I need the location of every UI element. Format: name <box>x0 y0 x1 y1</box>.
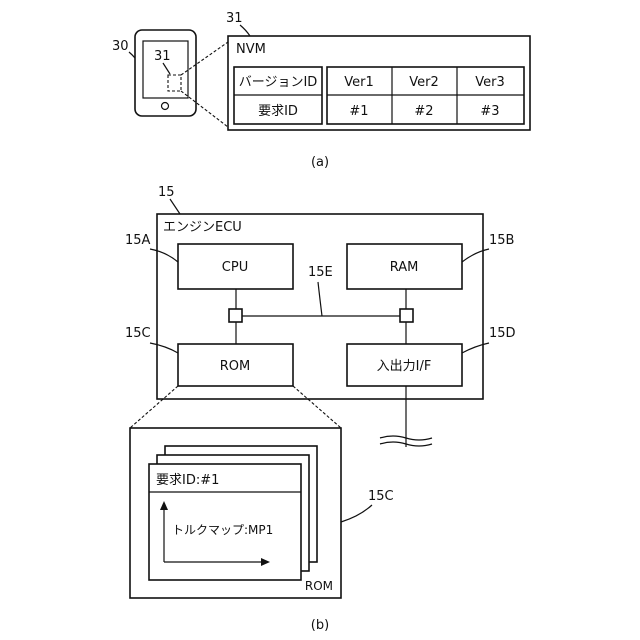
rom-label: ROM <box>220 359 250 374</box>
ecu-title: エンジンECU <box>163 220 242 235</box>
cell-req3: #3 <box>480 104 499 119</box>
cell-ver2: Ver2 <box>409 75 439 90</box>
bus-node-left <box>229 309 242 322</box>
ecu-leader-line <box>170 199 180 214</box>
io-ref-label: 15D <box>489 326 516 341</box>
cpu-label: CPU <box>222 260 248 275</box>
rom-detail-corner-label: ROM <box>305 579 333 593</box>
caption-a: (a) <box>311 155 329 170</box>
ram-label: RAM <box>390 260 419 275</box>
cell-ver1: Ver1 <box>344 75 374 90</box>
screen-ref-label: 31 <box>154 49 171 64</box>
header-version-id: バージョンID <box>239 75 318 90</box>
rom-detail-ref-label: 15C <box>368 489 394 504</box>
rom-detail-leader-line <box>341 505 372 522</box>
header-request-id: 要求ID <box>258 104 298 119</box>
cell-ver3: Ver3 <box>475 75 505 90</box>
nvm-leader-line <box>240 25 250 36</box>
bus-node-right <box>400 309 413 322</box>
io-label: 入出力I/F <box>377 359 432 374</box>
cpu-ref-label: 15A <box>125 233 151 248</box>
torque-map-label: トルクマップ:MP1 <box>172 523 273 537</box>
ecu-ref-label: 15 <box>158 185 175 200</box>
nvm-title: NVM <box>236 42 266 57</box>
nvm-ref-label: 31 <box>226 11 243 26</box>
card-request-id: 要求ID:#1 <box>156 473 219 488</box>
device-ref-label: 30 <box>112 39 129 54</box>
rom-ref-label: 15C <box>125 326 151 341</box>
figure-b: 15 エンジンECU 15A CPU 15B RAM 15E 15C ROM 1… <box>125 185 516 633</box>
ram-ref-label: 15B <box>489 233 514 248</box>
bus-ref-label: 15E <box>308 265 333 280</box>
cell-req2: #2 <box>414 104 433 119</box>
figure-a: 30 31 31 NVM バージョンID 要求ID Ver1 Ver2 Ver3… <box>112 11 530 170</box>
cell-req1: #1 <box>349 104 368 119</box>
caption-b: (b) <box>311 618 329 633</box>
